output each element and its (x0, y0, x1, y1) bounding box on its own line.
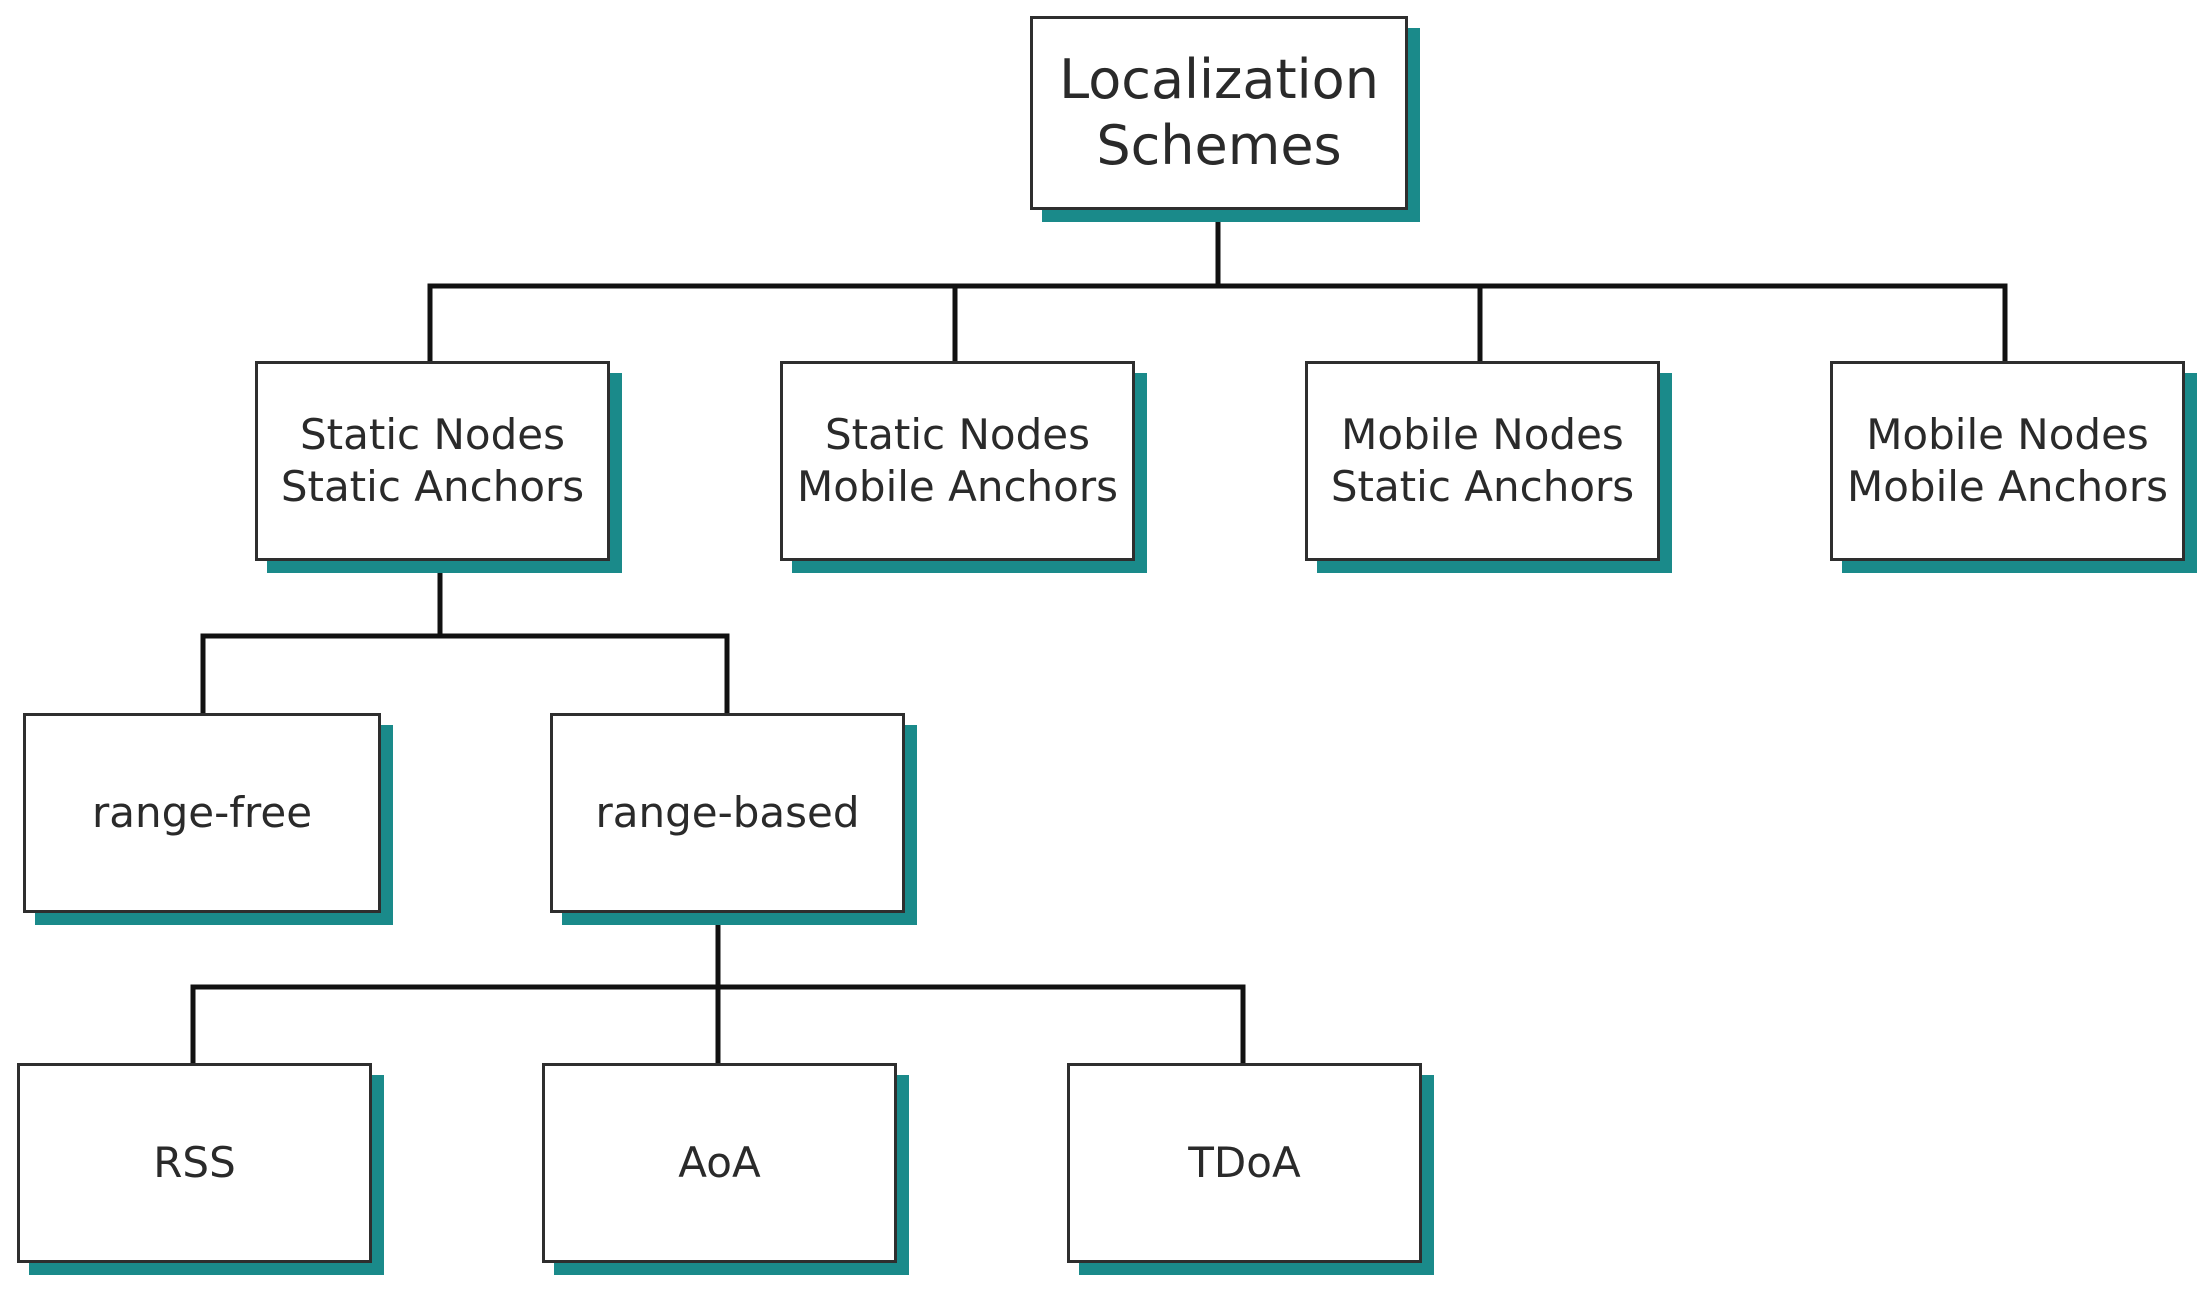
node-static-nodes-static-anchors: Static Nodes Static Anchors (255, 361, 610, 561)
node-label: range-free (91, 787, 313, 837)
node-label: Localization Schemes (1059, 48, 1379, 177)
node-label: Static Nodes Mobile Anchors (796, 409, 1119, 512)
node-static-nodes-mobile-anchors: Static Nodes Mobile Anchors (780, 361, 1135, 561)
node-range-free: range-free (23, 713, 381, 913)
node-tdoa: TDoA (1067, 1063, 1422, 1263)
node-localization-schemes: Localization Schemes (1030, 16, 1408, 210)
node-label: Static Nodes Static Anchors (280, 409, 585, 512)
node-label: AoA (678, 1137, 761, 1187)
node-label: TDoA (1188, 1137, 1301, 1187)
node-label: range-based (595, 787, 860, 837)
node-label: Mobile Nodes Mobile Anchors (1846, 409, 2169, 512)
node-range-based: range-based (550, 713, 905, 913)
node-rss: RSS (17, 1063, 372, 1263)
node-label: RSS (153, 1137, 236, 1187)
node-aoa: AoA (542, 1063, 897, 1263)
node-mobile-nodes-static-anchors: Mobile Nodes Static Anchors (1305, 361, 1660, 561)
node-label: Mobile Nodes Static Anchors (1330, 409, 1635, 512)
node-mobile-nodes-mobile-anchors: Mobile Nodes Mobile Anchors (1830, 361, 2185, 561)
